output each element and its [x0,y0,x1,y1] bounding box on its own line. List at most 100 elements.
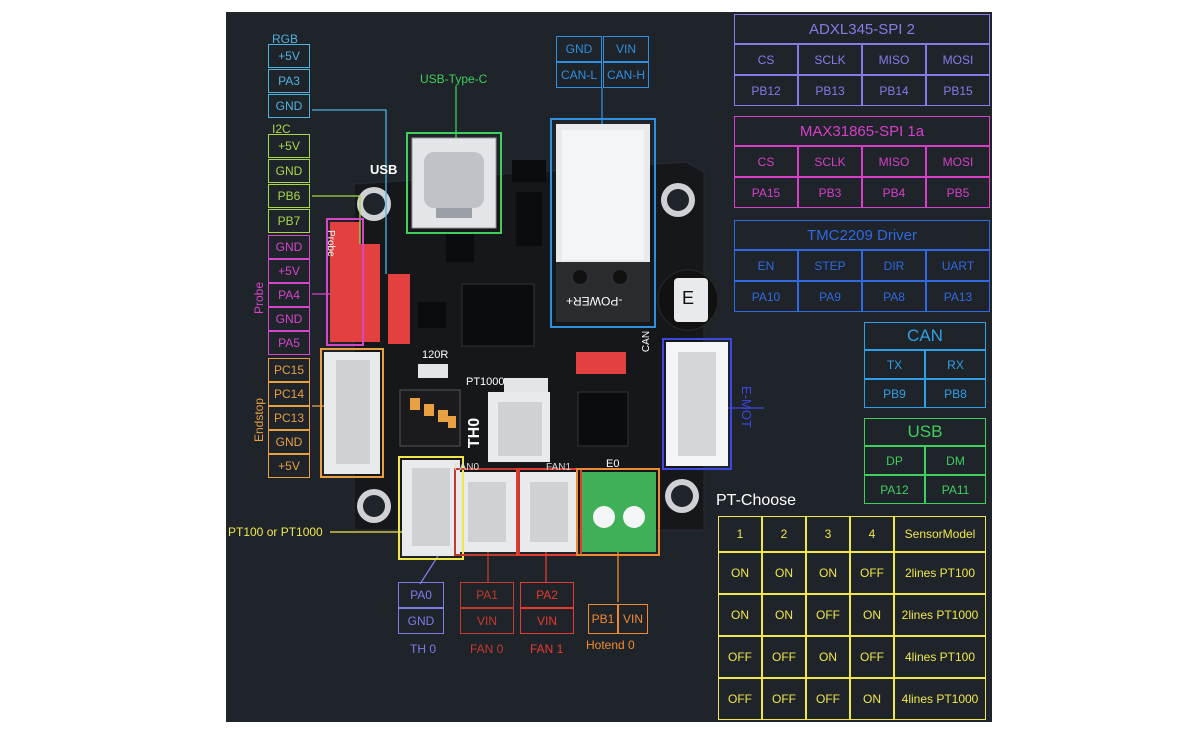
hotend-terminal [580,472,656,552]
i2c-pin-3: PB6 [268,184,310,208]
usb-table: USB DP DM PA12 PA11 [864,418,986,504]
pt-choose-cell: ON [806,636,850,678]
board-power-text: -POWER+ [566,294,623,308]
pt-choose-cell: OFF [806,594,850,636]
can-top-pin-canh: CAN-H [603,62,649,88]
pt-choose-cell: 2lines PT1000 [894,594,986,636]
th0-pin-1: PA0 [398,582,444,608]
can-title: CAN [864,322,986,350]
pt-choose-header: 3 [806,516,850,552]
pt-choose-cell: ON [762,594,806,636]
pt-choose-header: SensorModel [894,516,986,552]
adxl345-title: ADXL345-SPI 2 [734,14,990,44]
endstop-pin-2: PC14 [268,382,310,406]
rgb-pin-2: PA3 [268,69,310,93]
probe-pin-3: PA4 [268,283,310,307]
pt-choose-cell: 4lines PT100 [894,636,986,678]
probe-pin-5: PA5 [268,331,310,355]
endstop-pin-4: GND [268,430,310,454]
max31865-title: MAX31865-SPI 1a [734,116,990,146]
pt-choose-cell: ON [806,552,850,594]
pt-choose-cell: OFF [806,678,850,720]
fan0-pin-1: PA1 [460,582,514,608]
tmc2209-header: STEP [798,250,862,281]
adxl345-header: MOSI [926,44,990,75]
can-header: RX [925,350,986,379]
board-pt1000-text: PT1000 [466,376,505,388]
pt-choose-cell: OFF [718,636,762,678]
board-emot-text: E-MOT [739,386,754,428]
usb-header: DP [864,446,925,475]
th0-title: TH 0 [410,642,437,656]
tmc2209-header: UART [926,250,990,281]
max31865-header: MOSI [926,146,990,177]
board-th0-text: TH0 [466,417,484,449]
endstop-pin-5: +5V [268,454,310,478]
max31865-value: PB5 [926,177,990,208]
usb-header: DM [925,446,986,475]
tmc2209-value: PA8 [862,281,926,312]
pt-choose-cell: OFF [762,678,806,720]
fan1-title: FAN 1 [530,642,564,656]
rgb-pin-1: +5V [268,44,310,68]
pt-choose-header: 2 [762,516,806,552]
adxl345-header: CS [734,44,798,75]
can-header: TX [864,350,925,379]
board-probe-text: Probe [325,230,336,257]
rgb-pin-3: GND [268,94,310,118]
i2c-pin-2: GND [268,159,310,183]
mcu-chip [461,283,535,347]
probe-header [330,222,360,342]
adxl345-value: PB14 [862,75,926,106]
pt-choose-cell: 4lines PT1000 [894,678,986,720]
fan0-pin-2: VIN [460,608,514,634]
board-usb-text: USB [370,162,398,177]
pt-choose-title: PT-Choose [716,492,797,509]
can-top-pin-canl: CAN-L [556,62,602,88]
tmc2209-header: DIR [862,250,926,281]
adxl345-header: SCLK [798,44,862,75]
i2c-pin-1: +5V [268,134,310,158]
max31865-header: MISO [862,146,926,177]
adxl345-value: PB13 [798,75,862,106]
pt-choose-cell: ON [718,552,762,594]
endstop-title: Endstop [252,397,266,442]
max31865-value: PB3 [798,177,862,208]
adxl345-table: ADXL345-SPI 2 CS SCLK MISO MOSI PB12 PB1… [734,14,990,106]
max31865-value: PA15 [734,177,798,208]
hotend-pin-1: PB1 [588,604,618,634]
pt-choose-cell: ON [718,594,762,636]
tmc2209-value: PA10 [734,281,798,312]
pt100-or-pt1000-label: PT100 or PT1000 [228,525,323,539]
tmc2209-table: TMC2209 Driver EN STEP DIR UART PA10 PA9… [734,220,990,312]
fan0-title: FAN 0 [470,642,504,656]
driver-chip [577,391,629,447]
hotend-title: Hotend 0 [586,638,635,652]
i2c-pin-4: PB7 [268,209,310,233]
pt-choose-cell: ON [762,552,806,594]
pt-choose-header: 1 [718,516,762,552]
board-fan1-text: FAN1 [546,462,572,473]
i2c-header [358,244,380,342]
board-e-cap-text: E [682,288,695,308]
pt-choose-header: 4 [850,516,894,552]
probe-title: Probe [252,281,266,314]
tmc2209-value: PA9 [798,281,862,312]
fan1-pin-2: VIN [520,608,574,634]
usb-type-c-label: USB-Type-C [420,72,488,86]
adxl345-value: PB15 [926,75,990,106]
board-fan0-text: FAN0 [454,462,480,473]
pt-choose-cell: OFF [762,636,806,678]
usb-title: USB [864,418,986,446]
max31865-header: CS [734,146,798,177]
pt-choose-cell: ON [850,678,894,720]
board-illustration [312,86,764,602]
max31865-value: PB4 [862,177,926,208]
usb-value: PA12 [864,475,925,504]
max31865-table: MAX31865-SPI 1a CS SCLK MISO MOSI PA15 P… [734,116,990,208]
hotend-pin-2: VIN [618,604,648,634]
pt-choose-cell: OFF [718,678,762,720]
pt-choose-cell: 2lines PT100 [894,552,986,594]
board-120r-text: 120R [422,349,449,361]
power-jumper [576,352,626,374]
